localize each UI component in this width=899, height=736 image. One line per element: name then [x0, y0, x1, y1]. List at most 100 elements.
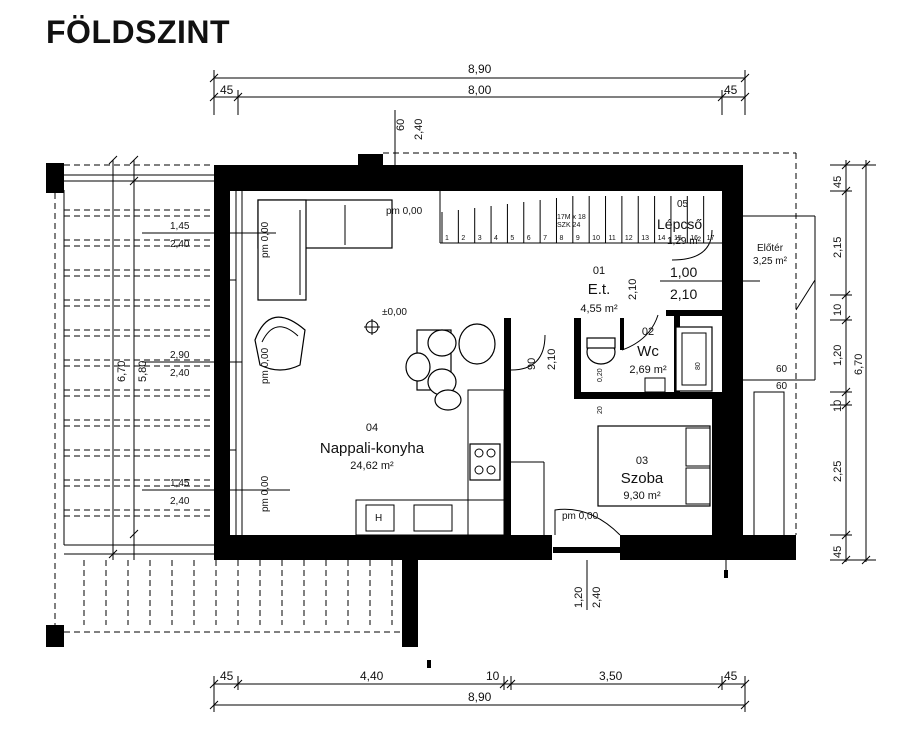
- eloter-outline: [383, 152, 816, 539]
- sofa: [257, 199, 393, 301]
- stair-note-2: SZK 24: [557, 222, 580, 229]
- dim-bottom-total: 8,90: [468, 690, 492, 704]
- dim-right-7: 45: [832, 546, 844, 558]
- room-nappali-name: Nappali-konyha: [320, 440, 425, 457]
- stair-step-number: 16: [690, 235, 698, 242]
- stair-step-number: 4: [494, 235, 498, 242]
- door-swings: [510, 229, 713, 536]
- door-nappali-height: 2,10: [546, 349, 558, 370]
- dim-right-3: 10: [832, 304, 844, 316]
- hob-label: H: [375, 513, 382, 524]
- stair-step-number: 8: [559, 235, 563, 242]
- dimension-top: [209, 70, 750, 165]
- terrace-pergola: [46, 163, 418, 647]
- stair-label: Lépcső: [657, 216, 702, 232]
- dim-top-left: 45: [220, 83, 234, 97]
- dim-bottom-opening-a: 1,20: [573, 587, 585, 608]
- wc-door-label-2: 20: [597, 406, 604, 414]
- level-left-3: pm 0,00: [260, 475, 271, 512]
- dim-bottom-s4: 3,50: [599, 669, 623, 683]
- stair-step-number: 2: [461, 235, 465, 242]
- stair-note-1: 17M x 18: [557, 214, 586, 221]
- room-nappali-area: 24,62 m²: [350, 460, 394, 472]
- stair-number: 05: [677, 199, 689, 210]
- door-et-width: 1,00: [670, 264, 697, 280]
- bed: [597, 425, 711, 507]
- room-eloter-name: Előtér: [757, 243, 784, 254]
- window-1-width: 1,45: [170, 221, 190, 232]
- dim-right-2: 2,15: [832, 237, 844, 258]
- dim-bottom-opening-b: 2,40: [591, 587, 603, 608]
- room-wc-area: 2,69 m²: [629, 364, 667, 376]
- dining-table: [405, 323, 496, 411]
- room-wc-no: 02: [642, 326, 654, 338]
- stair-area: 1,29 m²: [667, 236, 702, 247]
- window-3-width: 1,45: [170, 478, 190, 489]
- dim-terrace-a: 6,70: [116, 361, 128, 382]
- door-nappali-width: 90: [526, 358, 538, 370]
- window-1-height: 2,40: [170, 239, 190, 250]
- armchair: [254, 316, 306, 371]
- dim-top-opening-b: 2,40: [413, 119, 425, 140]
- window-2-height: 2,40: [170, 368, 190, 379]
- wc-door-label: 0,20: [597, 368, 604, 382]
- stair-step-number: 7: [543, 235, 547, 242]
- stair-step-number: 5: [510, 235, 514, 242]
- stair-step-number: 11: [609, 235, 616, 242]
- dim-right-5: 10: [832, 400, 844, 412]
- dim-bottom-s5: 45: [724, 669, 738, 683]
- dim-right-total: 6,70: [853, 354, 865, 375]
- room-szoba-area: 9,30 m²: [623, 490, 661, 502]
- room-wc-name: Wc: [637, 343, 659, 360]
- room-szoba-no: 03: [636, 455, 648, 467]
- window-2-width: 2,90: [170, 350, 190, 361]
- kitchen-counter: [355, 389, 545, 536]
- dim-bottom-s2: 4,40: [360, 669, 384, 683]
- dim-terrace-b: 5,80: [137, 361, 149, 382]
- room-et-no: 01: [593, 265, 605, 277]
- dim-right-4: 1,20: [832, 345, 844, 366]
- wc-window-height: 60: [776, 381, 788, 392]
- dim-top-mid: 8,00: [468, 83, 492, 97]
- stair-step-number: 1: [445, 235, 449, 242]
- level-left-1: pm 0,00: [260, 221, 271, 258]
- bottom-markers: [427, 560, 728, 668]
- page-title: FÖLDSZINT: [46, 14, 231, 50]
- stair-step-number: 3: [478, 235, 482, 242]
- stair-step-number: 15: [674, 235, 682, 242]
- dimension-right: [830, 160, 876, 565]
- stair-step-number: 13: [641, 235, 649, 242]
- room-szoba-name: Szoba: [621, 470, 664, 487]
- room-et-name: E.t.: [588, 281, 611, 298]
- shower-label: 80: [695, 362, 702, 370]
- dim-top-right: 45: [724, 83, 738, 97]
- dim-bottom-s3: 10: [486, 669, 500, 683]
- stair-step-number: 9: [576, 235, 580, 242]
- room-eloter-area: 3,25 m²: [753, 256, 788, 267]
- level-top: pm 0,00: [386, 206, 423, 217]
- stair-step-number: 10: [592, 235, 600, 242]
- left-wall-windows: [230, 191, 243, 535]
- stair-step-number: 12: [625, 235, 633, 242]
- stair-step-number: 6: [527, 235, 531, 242]
- room-et-area: 4,55 m²: [580, 303, 618, 315]
- dim-top-total: 8,90: [468, 62, 492, 76]
- level-zero: ±0,00: [382, 307, 407, 318]
- dim-right-6: 2,25: [832, 461, 844, 482]
- wc-fixtures: [586, 326, 713, 393]
- level-left-2: pm 0,00: [260, 347, 271, 384]
- dimension-terrace: [108, 155, 139, 560]
- dim-top-opening-a: 60: [395, 119, 407, 131]
- room-nappali-no: 04: [366, 422, 378, 434]
- dim-bottom-s1: 45: [220, 669, 234, 683]
- window-3-height: 2,40: [170, 496, 190, 507]
- outer-walls: [214, 154, 796, 560]
- dimension-bottom: [209, 560, 750, 712]
- stair-step-number: 14: [658, 235, 666, 242]
- level-bottom: pm 0,00: [562, 511, 599, 522]
- wc-window-width: 60: [776, 364, 788, 375]
- dim-right-1: 45: [832, 176, 844, 188]
- level-zero-symbol: [364, 319, 380, 335]
